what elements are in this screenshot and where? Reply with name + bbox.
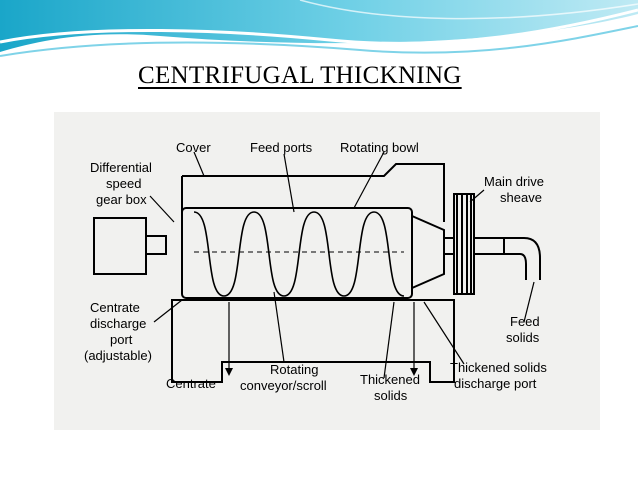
conveyor-scroll bbox=[193, 211, 405, 297]
label-thickened-discharge-1: Thickened solids bbox=[450, 360, 547, 375]
label-differential-1: Differential bbox=[90, 160, 152, 175]
label-centrate-port-1: Centrate bbox=[90, 300, 140, 315]
main-drive-sheave bbox=[453, 193, 475, 295]
label-feed-solids-1: Feed bbox=[510, 314, 540, 329]
label-differential-2: speed bbox=[106, 176, 141, 191]
label-rotating-bowl: Rotating bowl bbox=[340, 140, 419, 155]
slide-title: CENTRIFUGAL THICKNING bbox=[138, 62, 462, 89]
centrifuge-diagram: Cover Feed ports Rotating bowl Different… bbox=[54, 112, 600, 430]
rotating-bowl bbox=[181, 207, 413, 299]
gear-box bbox=[93, 217, 147, 275]
label-feed-solids-2: solids bbox=[506, 330, 540, 345]
feed-pipe bbox=[504, 237, 541, 280]
label-cover: Cover bbox=[176, 140, 211, 155]
label-centrate: Centrate bbox=[166, 376, 216, 391]
cover-housing bbox=[182, 163, 445, 222]
label-rotating-conveyor-1: Rotating bbox=[270, 362, 318, 377]
label-feed-ports: Feed ports bbox=[250, 140, 313, 155]
label-centrate-port-3: port bbox=[110, 332, 133, 347]
label-thickened-solids-2: solids bbox=[374, 388, 408, 403]
label-centrate-port-2: discharge bbox=[90, 316, 146, 331]
label-rotating-conveyor-2: conveyor/scroll bbox=[240, 378, 327, 393]
label-differential-3: gear box bbox=[96, 192, 147, 207]
label-thickened-solids-1: Thickened bbox=[360, 372, 420, 387]
label-main-drive-1: Main drive bbox=[484, 174, 544, 189]
header-wave-banner bbox=[0, 0, 638, 70]
label-thickened-discharge-2: discharge port bbox=[454, 376, 537, 391]
base-frame bbox=[171, 299, 455, 383]
label-centrate-port-4: (adjustable) bbox=[84, 348, 152, 363]
label-main-drive-2: sheave bbox=[500, 190, 542, 205]
